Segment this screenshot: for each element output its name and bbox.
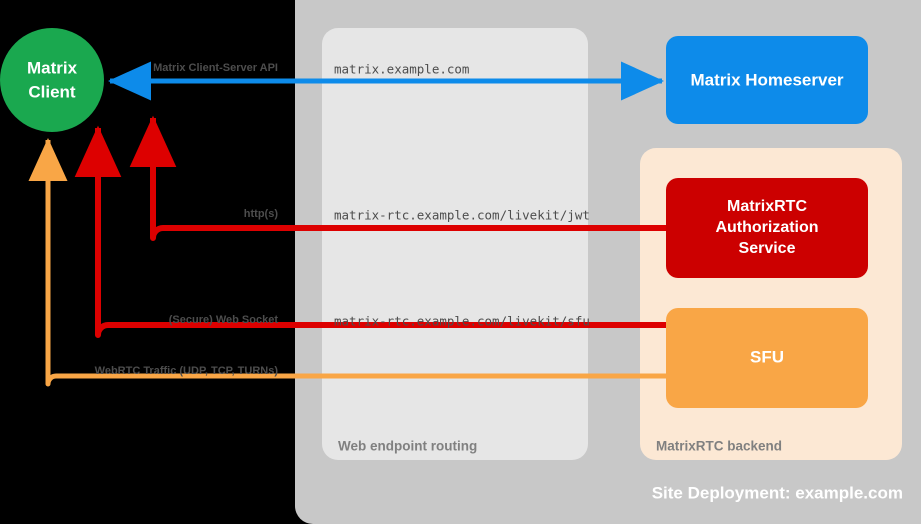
- group-matrixrtc-backend-label: MatrixRTC backend: [656, 439, 782, 454]
- flow-webrtc-traffic-line: [28, 137, 666, 387]
- flow-matrix-client-server-api: Matrix Client-Server API matrix.example.…: [107, 61, 665, 101]
- node-matrix-homeserver-label: Matrix Homeserver: [690, 70, 843, 89]
- site-deployment-label: Site Deployment: example.com: [652, 483, 903, 502]
- flow-http-s-jwt-line: [129, 115, 666, 241]
- node-matrix-client[interactable]: Matrix Client: [0, 28, 104, 132]
- node-matrix-client-shape[interactable]: [0, 28, 104, 132]
- flow-secure-web-socket-label: (Secure) Web Socket: [169, 314, 279, 326]
- node-matrixrtc-authorization-service-label-line-1: MatrixRTC: [727, 198, 807, 215]
- flow-http-s-jwt: http(s) matrix-rtc.example.com/livekit/j…: [129, 115, 666, 241]
- flow-matrix-client-server-api-label: Matrix Client-Server API: [153, 62, 278, 74]
- node-sfu[interactable]: SFU: [666, 308, 868, 408]
- node-matrixrtc-authorization-service[interactable]: MatrixRTC Authorization Service: [666, 178, 868, 278]
- flow-http-s-jwt-endpoint: matrix-rtc.example.com/livekit/jwt: [334, 208, 590, 223]
- flow-secure-web-socket: (Secure) Web Socket matrix-rtc.example.c…: [74, 125, 666, 338]
- flow-webrtc-traffic-label: WebRTC Traffic (UDP, TCP, TURNs): [95, 365, 279, 377]
- node-matrix-homeserver-shape[interactable]: [666, 36, 868, 124]
- flow-http-s-jwt-label: http(s): [244, 208, 279, 220]
- flow-matrix-client-server-api-endpoint: matrix.example.com: [334, 62, 469, 77]
- node-matrixrtc-authorization-service-shape[interactable]: [666, 178, 868, 278]
- group-web-endpoint-routing-shape: [322, 28, 588, 460]
- group-web-endpoint-routing: Web endpoint routing: [322, 28, 588, 460]
- node-matrix-client-label-line-2: Client: [28, 82, 76, 101]
- node-sfu-shape[interactable]: [666, 308, 868, 408]
- node-matrix-homeserver[interactable]: Matrix Homeserver: [666, 36, 868, 124]
- flow-webrtc-traffic: WebRTC Traffic (UDP, TCP, TURNs): [28, 137, 666, 387]
- node-matrixrtc-authorization-service-label-line-3: Service: [739, 240, 796, 257]
- group-web-endpoint-routing-label: Web endpoint routing: [338, 439, 477, 454]
- node-matrix-client-label-line-1: Matrix: [27, 58, 78, 77]
- flow-secure-web-socket-endpoint: matrix-rtc.example.com/livekit/sfu: [334, 314, 590, 329]
- node-matrixrtc-authorization-service-label-line-2: Authorization: [715, 219, 818, 236]
- flow-secure-web-socket-line: [74, 125, 666, 338]
- node-sfu-label: SFU: [750, 347, 784, 366]
